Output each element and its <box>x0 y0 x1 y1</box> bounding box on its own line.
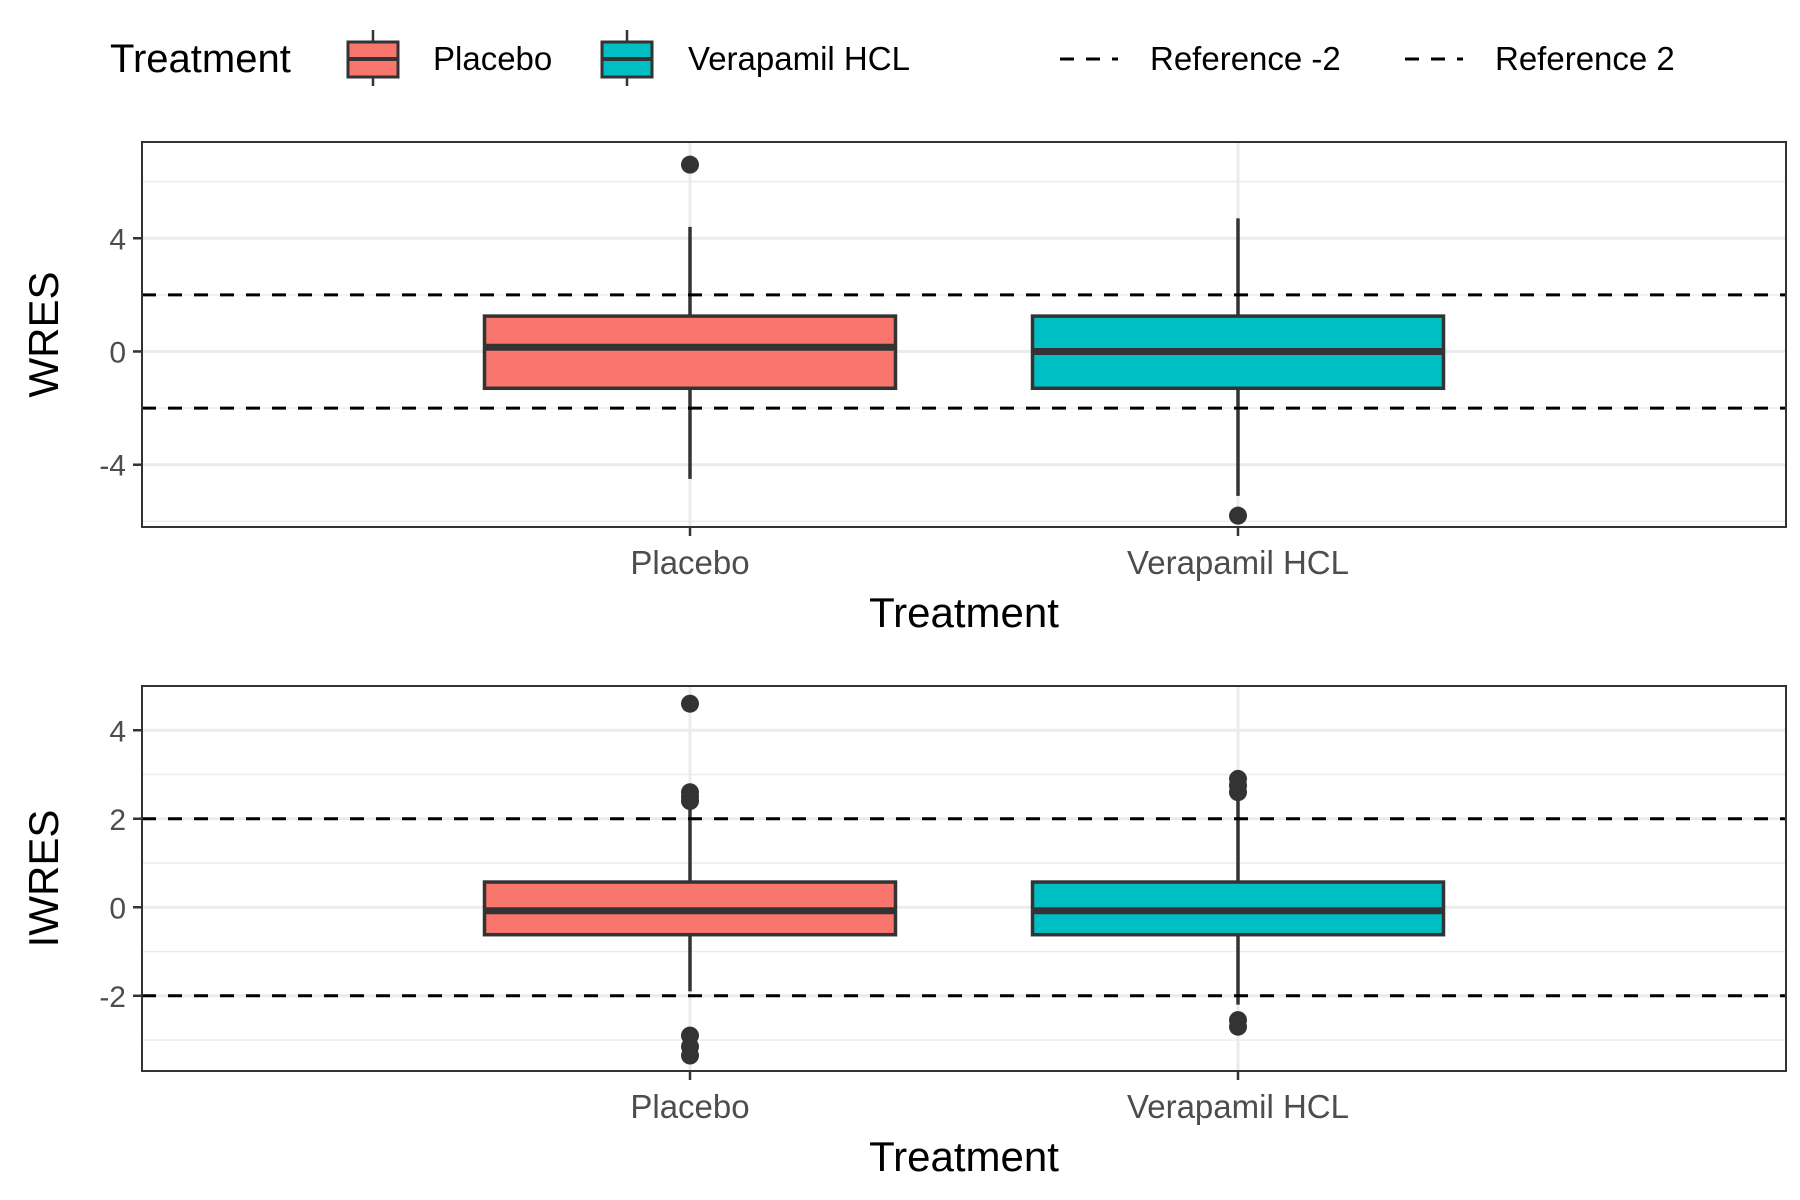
box-placebo <box>482 314 898 391</box>
y-tick-label: 0 <box>109 892 126 925</box>
legend-key-placebo <box>346 30 400 86</box>
legend-label-verapamil: Verapamil HCL <box>688 40 910 77</box>
outlier-point <box>1229 506 1247 525</box>
legend-label-reference-neg2: Reference -2 <box>1150 40 1341 77</box>
panel-border <box>141 685 1787 1072</box>
y-axis-title: WRES <box>20 272 67 398</box>
legend: Treatment Placebo Verapamil HCL Referenc… <box>110 30 1675 86</box>
y-tick-label: 4 <box>109 223 126 256</box>
y-axis-title: IWRES <box>20 810 67 948</box>
legend-label-placebo: Placebo <box>433 40 552 77</box>
x-axis-title: Treatment <box>869 1133 1059 1180</box>
x-tick-label: Verapamil HCL <box>1127 1088 1349 1125</box>
outlier-point <box>1229 1017 1247 1036</box>
legend-key-verapamil <box>600 30 654 86</box>
panel-border <box>141 141 1787 528</box>
x-axis-title: Treatment <box>869 589 1059 636</box>
x-tick-label: Verapamil HCL <box>1127 544 1349 581</box>
x-tick-label: Placebo <box>630 544 749 581</box>
plot-background <box>142 686 1786 1071</box>
y-tick-label: -4 <box>99 450 126 483</box>
outlier-point <box>681 694 699 713</box>
outlier-point <box>681 1046 699 1065</box>
x-tick-label: Placebo <box>630 1088 749 1125</box>
legend-title: Treatment <box>110 37 291 81</box>
y-tick-label: -2 <box>99 981 126 1014</box>
outlier-point <box>681 155 699 174</box>
y-tick-label: 0 <box>109 336 126 369</box>
outlier-point <box>1229 783 1247 802</box>
y-tick-label: 2 <box>109 804 126 837</box>
y-tick-label: 4 <box>109 715 126 748</box>
outlier-point <box>681 792 699 811</box>
plot-background <box>142 142 1786 527</box>
legend-label-reference-2: Reference 2 <box>1495 40 1675 77</box>
